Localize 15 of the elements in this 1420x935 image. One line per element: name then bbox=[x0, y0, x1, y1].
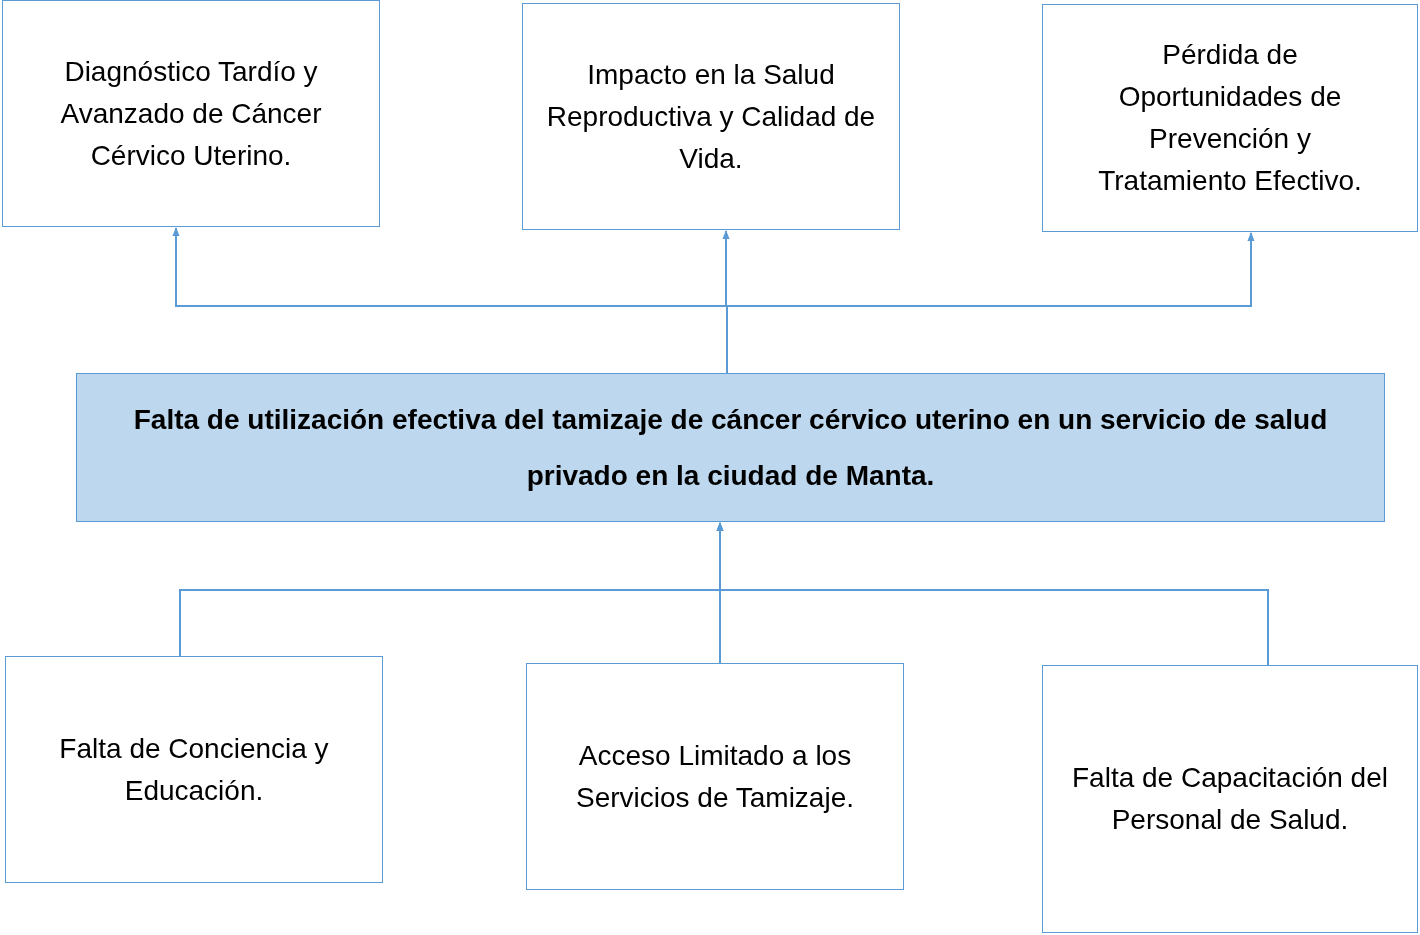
box-text: Impacto en la Salud Reproductiva y Calidad de Vida. bbox=[545, 57, 877, 176]
box-text: Acceso Limitado a los Servicios de Tamizaje. bbox=[574, 738, 855, 815]
cause-box bbox=[1042, 665, 1418, 933]
effect-box bbox=[1042, 4, 1418, 232]
box-text: Diagnóstico Tardío y Avanzado de Cáncer Cérvico Uterino. bbox=[59, 54, 323, 173]
arrow bbox=[716, 522, 1269, 666]
cause-box bbox=[5, 656, 383, 883]
cause-box bbox=[526, 663, 904, 890]
box-text: Falta de Conciencia y Educación. bbox=[58, 731, 330, 808]
box-text: Pérdida de Oportunidades de Prevención y Tratamiento Efectivo. bbox=[1097, 38, 1363, 198]
box-text: Falta de Capacitación del Personal de Salud. bbox=[1071, 761, 1389, 837]
problem-box bbox=[76, 373, 1385, 522]
effect-box bbox=[522, 3, 900, 230]
box-text: Falta de utilización efectiva del tamizaje de cáncer cérvico uterino en un servicio de salud privado en la ciudad de Manta. bbox=[132, 402, 1329, 493]
effect-box bbox=[2, 0, 380, 227]
